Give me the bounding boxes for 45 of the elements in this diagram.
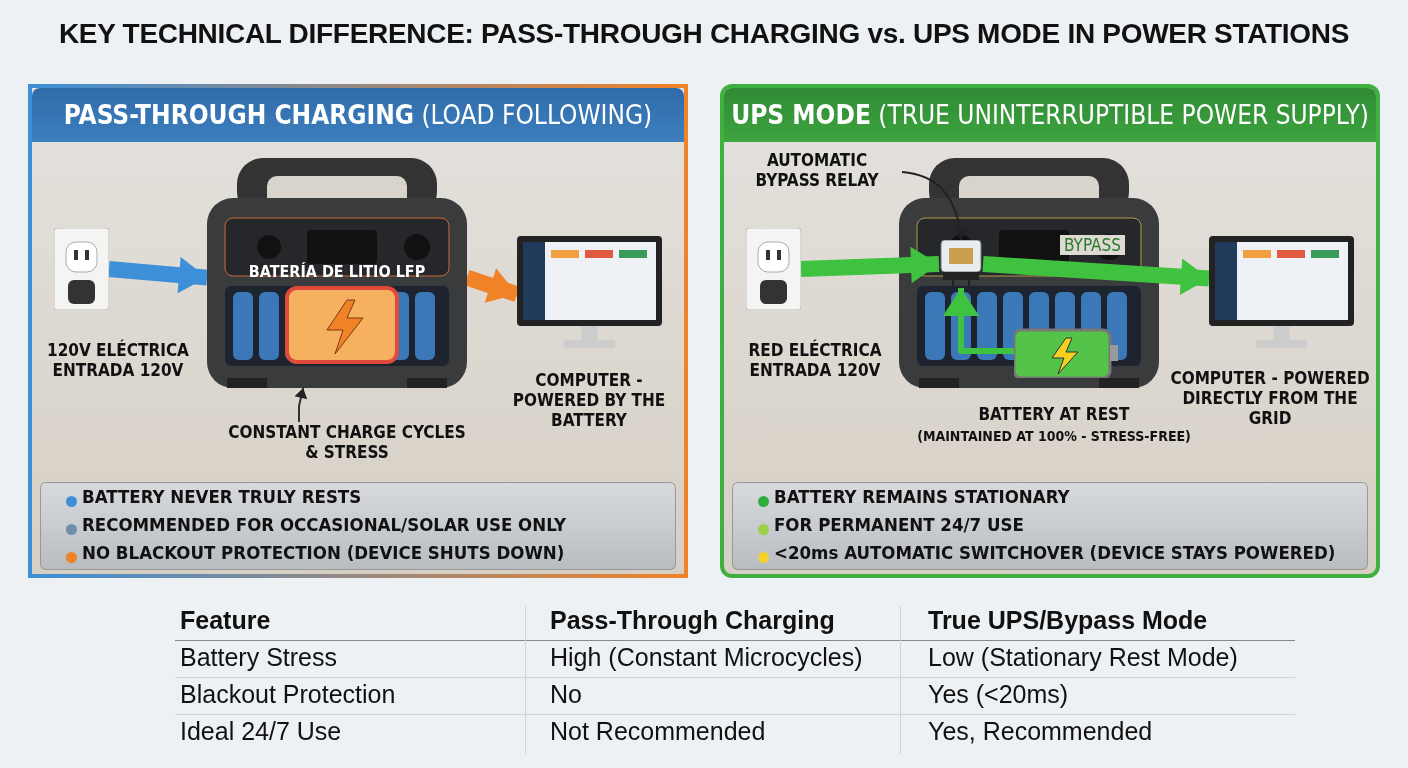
callout-text: AUTOMATIC BYPASS RELAY [732, 150, 902, 194]
bullet-text: NO BLACKOUT PROTECTION (DEVICE SHUTS DOWN) [82, 542, 565, 563]
cell-value: Low (Stationary Rest Mode) [928, 643, 1238, 672]
info-plate [732, 482, 1368, 570]
relay-icon [939, 240, 983, 288]
row-heading: Battery Stress [180, 643, 337, 672]
cell-value: High (Constant Microcycles) [550, 643, 863, 672]
caption-text: RED ELÉCTRICA ENTRADA 120V [747, 340, 883, 380]
caption-text: 120V ELÉCTRICA ENTRADA 120V [46, 340, 190, 380]
cell-value: Yes (<20ms) [928, 680, 1069, 709]
computer-monitor-icon [517, 236, 662, 348]
bullet-text: <20ms AUTOMATIC SWITCHOVER (DEVICE STAYS POWERED) [774, 542, 1336, 563]
info-plate [40, 482, 676, 570]
bullet-text: FOR PERMANENT 24/7 USE [774, 514, 1024, 535]
bullet-text: BATTERY NEVER TRULY RESTS [82, 486, 362, 507]
column-heading: True UPS/Bypass Mode [928, 606, 1208, 635]
flow-arrow [942, 288, 1014, 354]
leader-line [294, 387, 308, 423]
bullet-text: BATTERY REMAINS STATIONARY [774, 486, 1070, 507]
panel-heading: PASS-THROUGH CHARGING (LOAD FOLLOWING) [32, 88, 684, 142]
caption-text: BATTERY AT REST [977, 404, 1131, 424]
caption-text: (MAINTAINED AT 100% - STRESS-FREE) [916, 427, 1192, 446]
row-heading: Blackout Protection [180, 680, 396, 709]
cell-value: No [550, 680, 582, 709]
comparison-panel [28, 84, 688, 578]
flow-arrow [108, 257, 208, 294]
caption-text: COMPUTER - POWERED BY THE BATTERY [511, 370, 667, 430]
flow-arrow [982, 256, 1210, 295]
page-title: KEY TECHNICAL DIFFERENCE: PASS-THROUGH CHARGING vs. UPS MODE IN POWER STATIONS [58, 18, 1350, 50]
callout-text: CONSTANT CHARGE CYCLES & STRESS [227, 422, 467, 466]
bullet-text: RECOMMENDED FOR OCCASIONAL/SOLAR USE ONLY [82, 514, 566, 535]
leader-line [901, 171, 967, 241]
flow-arrow [800, 246, 940, 284]
panel-heading: UPS MODE (TRUE UNINTERRUPTIBLE POWER SUPPLY) [724, 88, 1376, 142]
computer-monitor-icon [1209, 236, 1354, 348]
column-heading: Pass-Through Charging [550, 606, 835, 635]
cell-value: Not Recommended [550, 717, 766, 746]
comparison-panel [720, 84, 1380, 578]
wall-outlet-icon [54, 228, 109, 310]
column-heading: Feature [180, 606, 271, 635]
wall-outlet-icon [746, 228, 801, 310]
cell-value: Yes, Recommended [928, 717, 1153, 746]
row-heading: Ideal 24/7 Use [180, 717, 342, 746]
caption-text: COMPUTER - POWERED DIRECTLY FROM THE GRID [1170, 368, 1370, 428]
edge-label: BYPASS [1060, 235, 1125, 256]
